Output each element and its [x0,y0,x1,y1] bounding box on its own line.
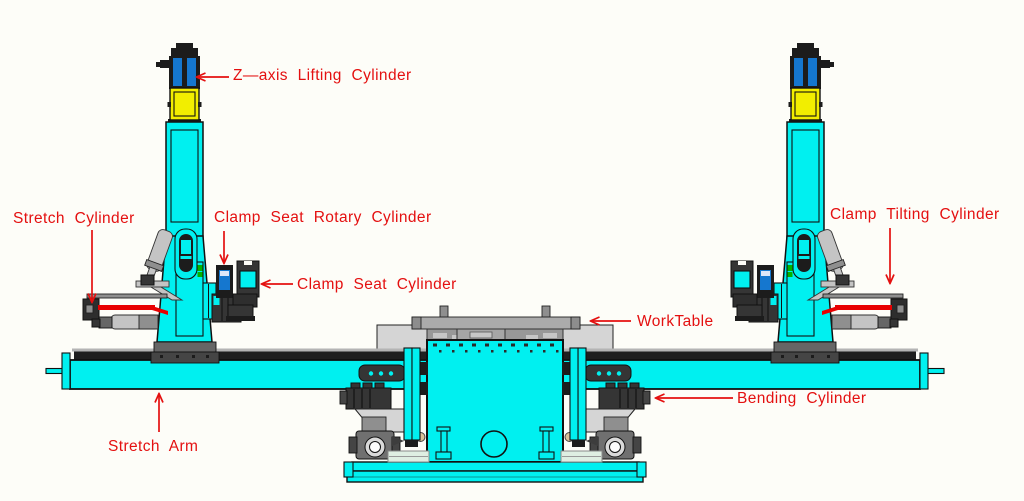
label-worktable: WorkTable [637,313,714,330]
label-stretch-cylinder: Stretch Cylinder [13,210,135,227]
label-clamp-seat-rotary-cylinder: Clamp Seat Rotary Cylinder [214,209,432,226]
label-clamp-tilting-cylinder: Clamp Tilting Cylinder [830,206,1000,223]
machine-right-half [538,42,945,478]
label-bending-cylinder: Bending Cylinder [737,390,867,407]
base-plate [346,461,644,483]
annotation-arrows [92,77,890,432]
machine-base-body [426,339,564,463]
machine-left-half [45,42,452,478]
base-bore [480,430,508,458]
worktable [411,316,581,343]
label-clamp-seat-cylinder: Clamp Seat Cylinder [297,276,457,293]
label-z-axis-lifting-cylinder: Z—axis Lifting Cylinder [233,67,412,84]
label-stretch-arm: Stretch Arm [108,438,199,455]
